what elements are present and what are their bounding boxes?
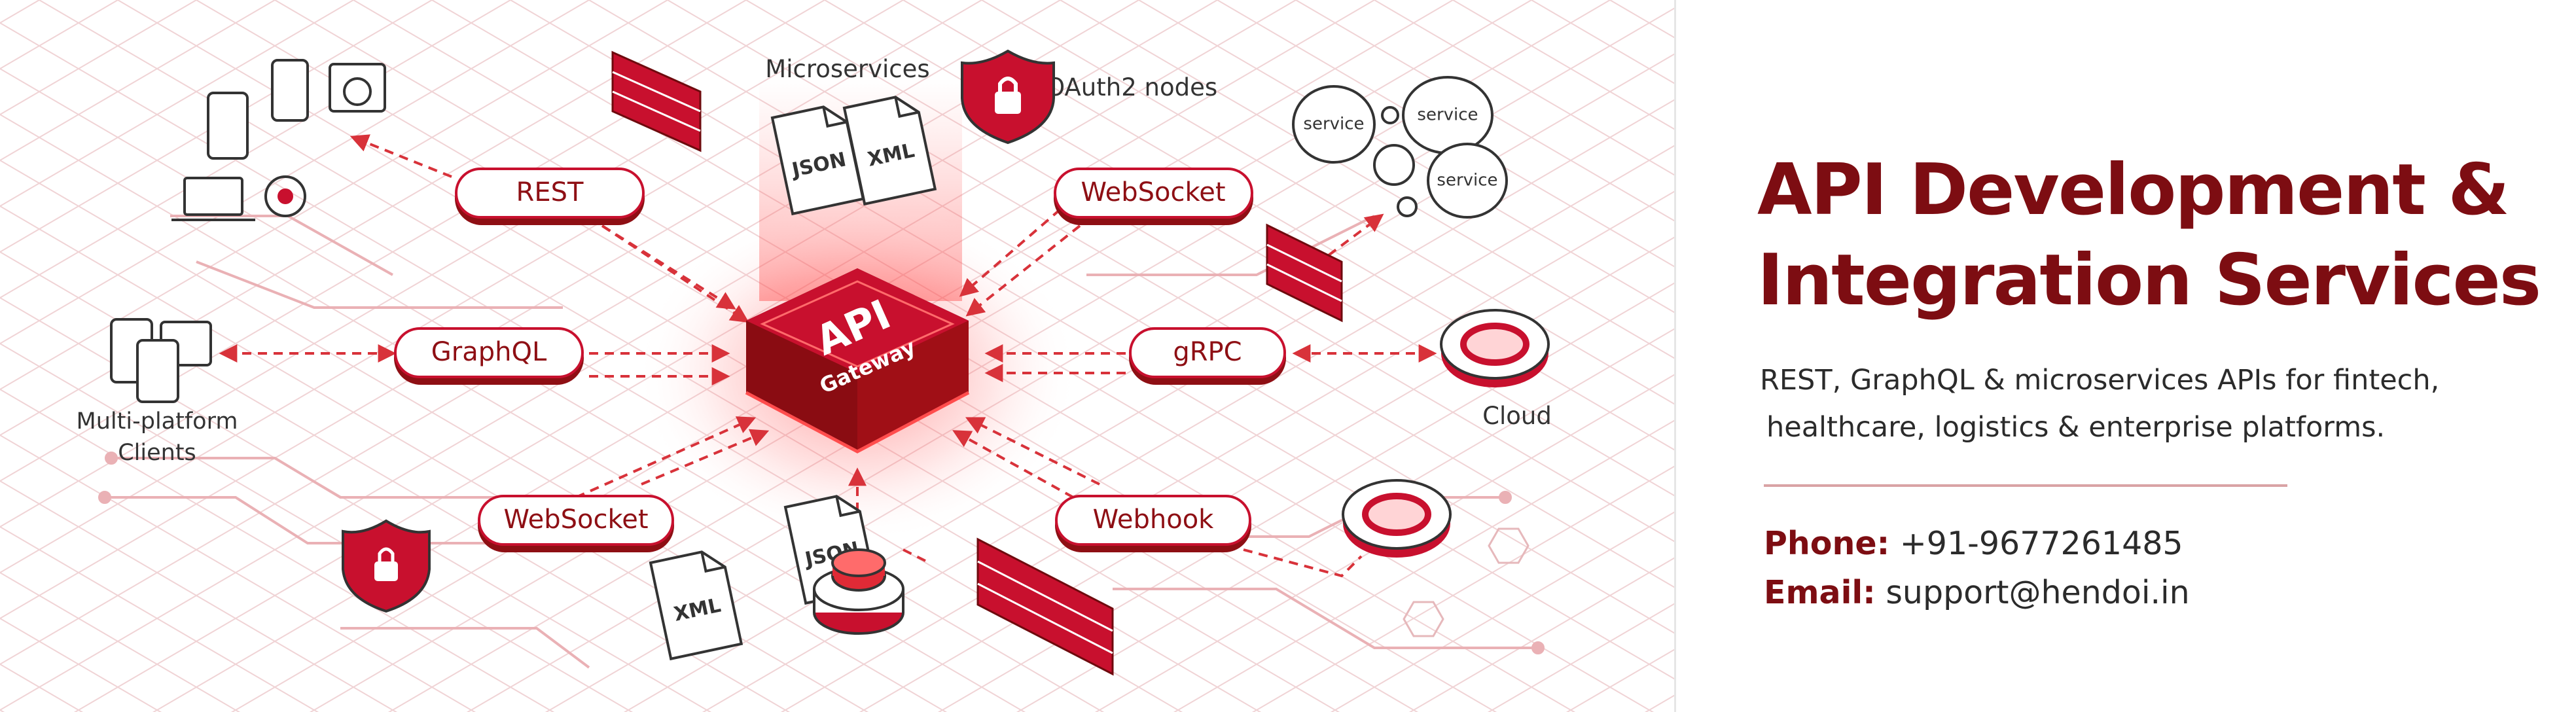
email-value[interactable]: support@hendoi.in xyxy=(1886,574,2190,611)
email-label: Email: xyxy=(1764,574,1876,611)
pill-webhook-label: Webhook xyxy=(1093,505,1215,535)
subtitle-line1: REST, GraphQL & microservices APIs for f… xyxy=(1760,364,2440,397)
circuit-traces xyxy=(98,215,1545,669)
headline: API Development & Integration Services xyxy=(1757,145,2556,326)
pill-websocket-right-label: WebSocket xyxy=(1081,177,1225,207)
api-gateway-illustration: API Gateway REST GraphQL WebSocket WebSo… xyxy=(0,0,1675,712)
pill-websocket-left: WebSocket xyxy=(478,495,674,552)
pill-webhook: Webhook xyxy=(1055,495,1251,552)
headline-line1: API Development & xyxy=(1757,149,2510,231)
phone-row: Phone: +91-9677261485 xyxy=(1764,521,2549,567)
device-icons xyxy=(171,59,386,221)
email-row: Email: support@hendoi.in xyxy=(1764,570,2549,616)
clients-label-line2: Clients xyxy=(118,440,196,466)
separator-line xyxy=(1764,484,2287,487)
shield-lock-icon xyxy=(961,49,1055,145)
clients-label-line1: Multi-platform xyxy=(77,408,238,435)
connectors xyxy=(219,134,1437,578)
pill-graphql: GraphQL xyxy=(394,327,584,385)
pill-rest-label: REST xyxy=(516,177,584,207)
oauth-label: OAuth2 nodes xyxy=(1046,73,1217,101)
phone-label: Phone: xyxy=(1764,525,1890,562)
json-document-icon: JSON xyxy=(770,105,865,216)
microservices-label: Microservices xyxy=(765,55,929,83)
xml-document-icon: XML xyxy=(842,96,937,206)
gear-icon xyxy=(264,175,306,217)
firewall-icon xyxy=(976,537,1114,676)
database-icon xyxy=(813,548,904,635)
service-bubbles xyxy=(1292,76,1508,219)
pill-graphql-label: GraphQL xyxy=(431,337,547,367)
browser-icon xyxy=(329,63,386,113)
firewall-icon xyxy=(1266,223,1343,323)
service-bubble-3: service xyxy=(1437,171,1497,190)
laptop-icon xyxy=(183,177,243,216)
pill-grpc: gRPC xyxy=(1129,327,1286,385)
ring-icon xyxy=(1342,479,1452,558)
subtitle: REST, GraphQL & microservices APIs for f… xyxy=(1760,357,2558,451)
service-bubble-2: service xyxy=(1417,105,1478,125)
cloud-label: Cloud xyxy=(1482,402,1552,430)
hexagon-decor xyxy=(1403,527,1530,637)
firewall-icon xyxy=(611,50,702,152)
subtitle-line2: healthcare, logistics & enterprise platf… xyxy=(1766,411,2386,444)
service-bubble-1: service xyxy=(1303,115,1364,134)
panel-divider xyxy=(1674,0,1676,712)
shield-lock-icon xyxy=(342,519,431,613)
headline-line2: Integration Services xyxy=(1757,240,2541,321)
phone-value[interactable]: +91-9677261485 xyxy=(1899,525,2183,562)
cloud-ring-icon xyxy=(1440,309,1550,387)
globe-icon xyxy=(343,77,372,106)
api-gateway-block: API Gateway xyxy=(745,268,970,454)
mobile-icon xyxy=(271,59,309,122)
pill-websocket-left-label: WebSocket xyxy=(503,505,648,535)
pill-websocket-right: WebSocket xyxy=(1054,168,1253,225)
phone-icon xyxy=(207,92,249,160)
multi-platform-clients-icon xyxy=(110,318,212,403)
xml-document-icon: XML xyxy=(649,550,743,661)
pill-rest: REST xyxy=(455,168,645,225)
info-panel: API Development & Integration Services R… xyxy=(1676,0,2576,712)
pill-grpc-label: gRPC xyxy=(1173,337,1242,367)
